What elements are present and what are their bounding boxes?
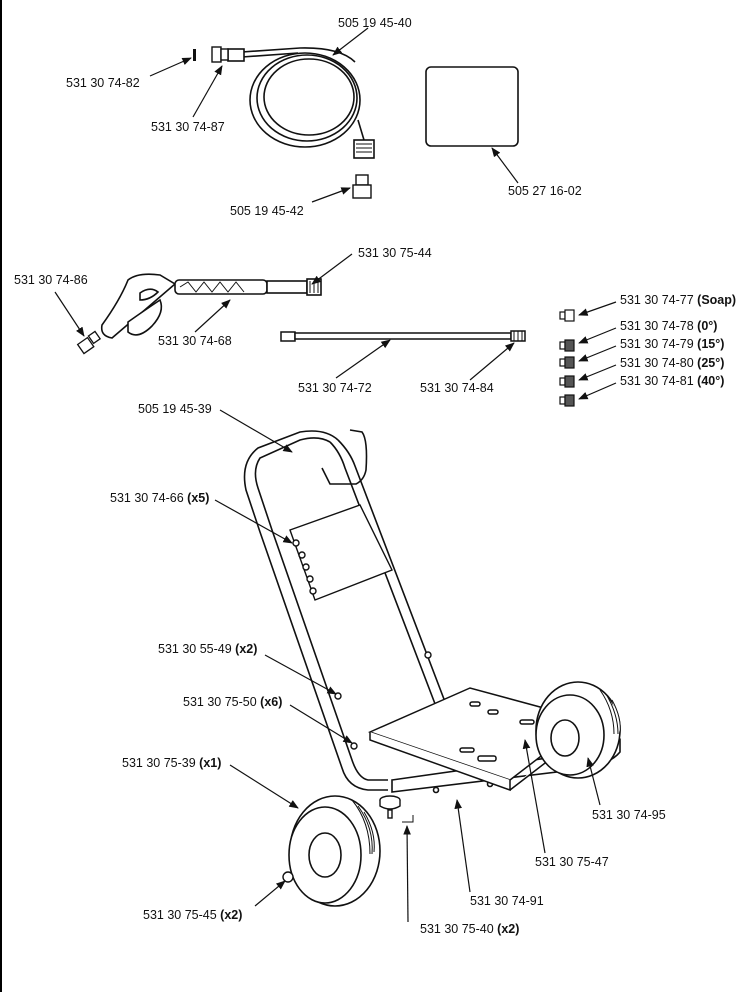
label-hub-cap: 531 30 75-45 (x2) [143, 908, 242, 922]
part-number: 531 30 74-80 [620, 356, 694, 370]
part-number: 531 30 75-50 [183, 695, 257, 709]
front-wheel-icon [288, 795, 381, 907]
label-nozzle-0: 531 30 74-78 (0°) [620, 319, 717, 333]
foot-bracket [402, 815, 414, 823]
oring-icon [193, 49, 196, 61]
label-oring: 531 30 74-82 [66, 76, 140, 90]
label-nozzle-soap: 531 30 74-77 (Soap) [620, 293, 736, 307]
part-number: 531 30 75-39 [122, 756, 196, 770]
part-number: 531 30 74-84 [420, 381, 494, 395]
part-qualifier: (x2) [497, 922, 520, 936]
label-frame-screw: 531 30 75-50 (x6) [183, 695, 282, 709]
label-frame: 505 19 45-39 [138, 402, 212, 416]
label-manual: 505 27 16-02 [508, 184, 582, 198]
part-number: 531 30 74-68 [158, 334, 232, 348]
part-number: 505 27 16-02 [508, 184, 582, 198]
part-number: 531 30 75-45 [143, 908, 217, 922]
label-wand-coupler: 531 30 74-84 [420, 381, 494, 395]
part-number: 531 30 74-79 [620, 337, 694, 351]
part-number: 531 30 74-81 [620, 374, 694, 388]
part-number: 531 30 74-87 [151, 120, 225, 134]
rear-wheel-icon [535, 681, 621, 779]
label-wheel-kit: 531 30 74-95 [592, 808, 666, 822]
label-nozzle-40: 531 30 74-81 (40°) [620, 374, 724, 388]
part-qualifier: (x5) [187, 491, 210, 505]
part-qualifier: (x2) [235, 642, 258, 656]
label-base-plate: 531 30 75-47 [535, 855, 609, 869]
hose-coil [227, 47, 375, 159]
hose-adapter-icon [352, 174, 372, 199]
label-wand: 531 30 74-72 [298, 381, 372, 395]
label-nozzle-holders: 531 30 74-66 (x5) [110, 491, 209, 505]
part-number: 531 30 74-95 [592, 808, 666, 822]
part-number: 505 19 45-40 [338, 16, 412, 30]
page-left-border [0, 0, 2, 992]
part-qualifier: (15°) [697, 337, 725, 351]
part-qualifier: (x2) [220, 908, 243, 922]
part-number: 531 30 74-78 [620, 319, 694, 333]
part-qualifier: (Soap) [697, 293, 737, 307]
part-qualifier: (x6) [260, 695, 283, 709]
label-spray-gun: 531 30 74-68 [158, 334, 232, 348]
label-hose-coupler: 531 30 74-87 [151, 120, 225, 134]
part-number: 531 30 74-66 [110, 491, 184, 505]
hub-cap-icon [282, 871, 294, 883]
part-number: 505 19 45-42 [230, 204, 304, 218]
label-hose: 505 19 45-40 [338, 16, 412, 30]
leader-arrows [54, 27, 617, 923]
part-number: 531 30 74-72 [298, 381, 372, 395]
part-number: 531 30 75-47 [535, 855, 609, 869]
part-number: 531 30 74-91 [470, 894, 544, 908]
part-number: 531 30 74-82 [66, 76, 140, 90]
manual-icon [425, 66, 519, 147]
label-hose-adapter: 505 19 45-42 [230, 204, 304, 218]
label-gun-fitting: 531 30 74-86 [14, 273, 88, 287]
part-number: 531 30 74-77 [620, 293, 694, 307]
label-wheel: 531 30 75-39 (x1) [122, 756, 221, 770]
label-axle: 531 30 74-91 [470, 894, 544, 908]
part-number: 531 30 55-49 [158, 642, 232, 656]
frame-panel-icon [289, 504, 432, 750]
nozzle-icons [559, 309, 575, 407]
wand-icon [280, 330, 526, 342]
label-wand-connector: 531 30 75-44 [358, 246, 432, 260]
part-number: 531 30 75-40 [420, 922, 494, 936]
foot-icon [379, 795, 401, 819]
label-foot: 531 30 75-40 (x2) [420, 922, 519, 936]
part-qualifier: (0°) [697, 319, 718, 333]
gun-fitting-icon [76, 330, 102, 355]
part-number: 531 30 74-86 [14, 273, 88, 287]
part-qualifier: (40°) [697, 374, 725, 388]
part-qualifier: (25°) [697, 356, 725, 370]
part-qualifier: (x1) [199, 756, 222, 770]
part-number: 531 30 75-44 [358, 246, 432, 260]
label-nozzle-15: 531 30 74-79 (15°) [620, 337, 724, 351]
part-number: 505 19 45-39 [138, 402, 212, 416]
label-frame-bolt: 531 30 55-49 (x2) [158, 642, 257, 656]
spray-gun-icon [100, 273, 322, 339]
hose-coupler-icon [211, 46, 229, 63]
label-nozzle-25: 531 30 74-80 (25°) [620, 356, 724, 370]
